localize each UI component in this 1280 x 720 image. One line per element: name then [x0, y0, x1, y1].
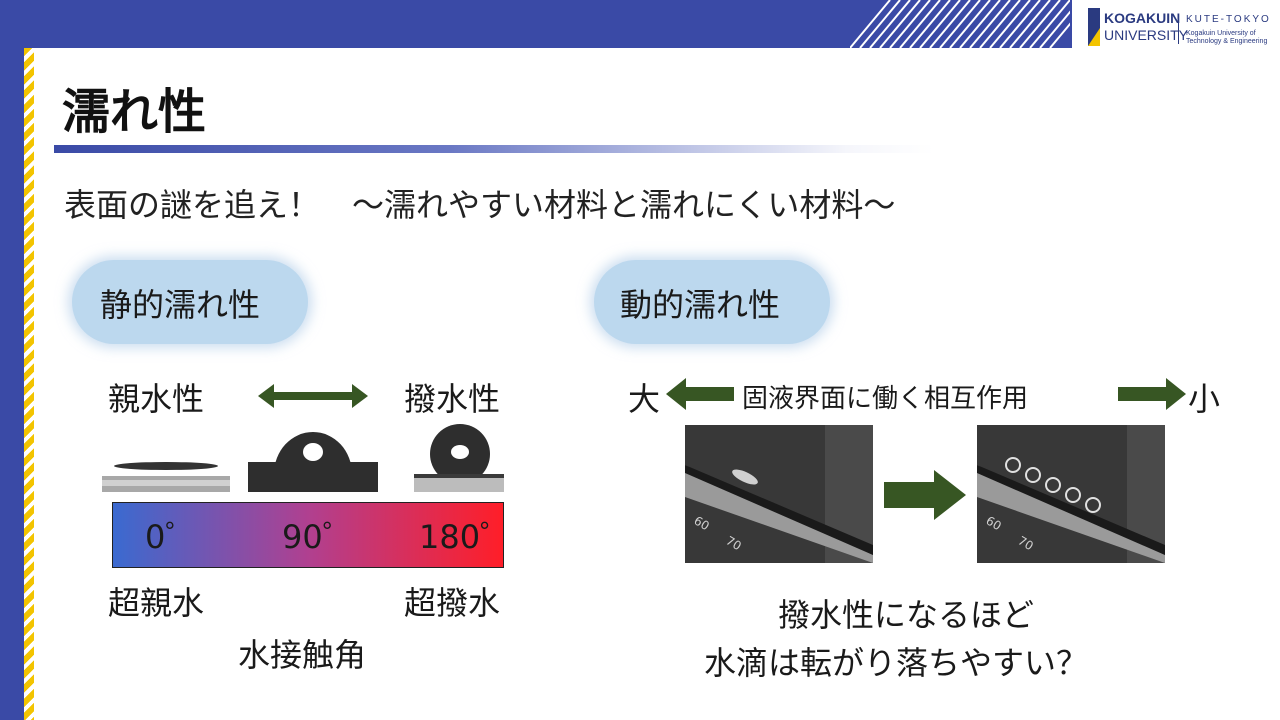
dynamic-wettability-heading: 動的濡れ性 — [620, 286, 781, 324]
university-logo-mark — [1088, 8, 1100, 46]
sliding-droplet-photo-after: 60 70 — [977, 425, 1165, 563]
logo-subline2: Technology & Engineering — [1186, 38, 1268, 45]
logo-background — [1072, 0, 1280, 56]
logo-name-line1: KOGAKUIN — [1104, 10, 1181, 26]
logo-subline1: Kogakuin University of — [1186, 30, 1256, 37]
logo-separator — [1178, 14, 1179, 44]
interaction-label: 固液界面に働く相互作用 — [742, 384, 1029, 414]
title-underline — [54, 145, 934, 153]
flat-droplet-photo — [102, 440, 230, 492]
hydrophobic-label: 撥水性 — [404, 380, 501, 418]
angle-90-label: 90゜ — [282, 518, 355, 556]
left-banner — [0, 0, 24, 720]
top-banner — [0, 0, 1280, 48]
spherical-droplet-photo — [414, 420, 504, 492]
large-label: 大 — [628, 380, 661, 418]
diagonal-hatch-decoration — [850, 0, 1070, 48]
static-wettability-pill — [72, 260, 308, 344]
page-title: 濡れ性 — [62, 84, 207, 140]
angle-0-label: 0゜ — [145, 518, 198, 556]
svg-text:60: 60 — [692, 513, 712, 533]
logo-tagline: KUTE-TOKYO — [1186, 14, 1271, 25]
process-arrow-icon — [884, 470, 966, 520]
subtitle: 表面の謎を追え！ ～濡れやすい材料と濡れにくい材料～ — [64, 186, 896, 224]
super-hydrophilic-label: 超親水 — [108, 584, 205, 622]
sliding-droplet-photo-before: 60 70 — [685, 425, 873, 563]
dynamic-wettability-pill — [594, 260, 830, 344]
right-arrow-icon — [1118, 378, 1186, 410]
conclusion-line2: 水滴は転がり落ちやすい？ — [704, 644, 1089, 682]
contact-angle-label: 水接触角 — [238, 636, 367, 674]
logo-subline: Kogakuin University of Technology & Engi… — [1186, 30, 1267, 46]
logo-name-line2: UNIVERSITY — [1104, 27, 1189, 43]
double-arrow-icon — [258, 384, 368, 408]
yellow-hatched-stripe — [24, 48, 34, 720]
left-arrow-icon — [666, 378, 734, 410]
angle-180-label: 180゜ — [419, 518, 513, 556]
hydrophilic-label: 親水性 — [108, 380, 205, 418]
small-label: 小 — [1188, 380, 1221, 418]
hemisphere-droplet-photo — [248, 416, 378, 492]
conclusion-line1: 撥水性になるほど — [778, 596, 1035, 634]
svg-text:70: 70 — [1016, 533, 1036, 553]
super-hydrophobic-label: 超撥水 — [404, 584, 501, 622]
static-wettability-heading: 静的濡れ性 — [100, 286, 261, 324]
contact-angle-gradient-bar — [112, 502, 504, 568]
svg-text:60: 60 — [984, 513, 1004, 533]
svg-text:70: 70 — [724, 533, 744, 553]
